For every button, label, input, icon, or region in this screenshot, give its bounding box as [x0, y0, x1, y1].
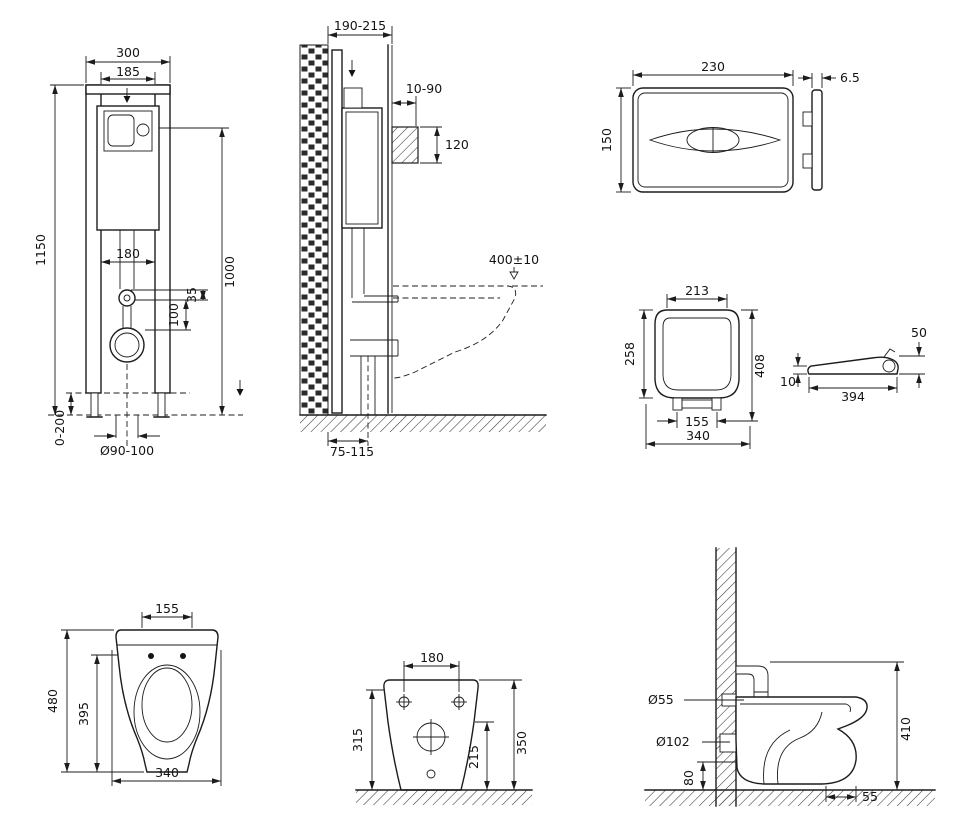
- dim-bowl-rim-height: 400±10: [489, 252, 539, 267]
- bowl-body: [115, 629, 219, 773]
- dim-outlet-distance: 75-115: [330, 444, 374, 459]
- mounting-clip: [802, 153, 813, 169]
- dim-supply-height: 120: [445, 137, 469, 152]
- frame-side-view: 400±10 190-215 10-90 120 75-115: [299, 18, 547, 459]
- frame-front-view: 300 185 1150 0-200 1000 180 35 100 Ø90-1…: [33, 45, 244, 458]
- floor-hatch: [356, 790, 532, 805]
- flush-lens: [648, 128, 782, 152]
- seat-lid: [654, 309, 740, 399]
- flush-plate-view: 230 150 6.5: [599, 59, 860, 193]
- dim-bowl-width: 340: [155, 765, 179, 780]
- seat-profile: [807, 356, 899, 375]
- dim-spout-projection: 10-90: [406, 81, 442, 96]
- mounting-clip: [802, 111, 813, 127]
- cistern-profile: [341, 107, 383, 229]
- dim-outlet-center-height: 80: [681, 770, 696, 786]
- dim-side-total-height: 410: [898, 717, 913, 741]
- water-inlet-arrow-icon: [123, 88, 131, 103]
- dim-bowl-rim-height: 395: [76, 702, 91, 726]
- dim-supply-offset: 35: [184, 287, 199, 303]
- right-foot: [157, 392, 166, 418]
- rim-height-marker-icon: [509, 267, 519, 280]
- seat-top-view: 213 258 408 155 340: [622, 283, 767, 449]
- dim-plate-height: 150: [599, 128, 614, 152]
- hinge-button: [148, 653, 154, 659]
- dim-drain-offset: 100: [166, 303, 181, 327]
- dim-bottom-clearance: 55: [862, 789, 878, 804]
- tiled-wall: [299, 44, 329, 416]
- dim-seat-width: 340: [686, 428, 710, 443]
- dim-rail-spacing: 180: [116, 246, 140, 261]
- dim-drain-diameter: Ø90-100: [100, 443, 154, 458]
- fill-valve: [343, 87, 363, 109]
- dim-plate-width: 230: [701, 59, 725, 74]
- bowl-profile: [735, 696, 868, 785]
- flush-elbow: [735, 665, 769, 693]
- seat-side-view: 50 10 394: [780, 325, 927, 404]
- dim-hole-spacing: 180: [420, 650, 444, 665]
- dim-back-total-height: 350: [514, 731, 529, 755]
- dim-plate-thickness: 6.5: [840, 70, 860, 85]
- floor-level-arrow-icon: [236, 380, 244, 396]
- dim-foot-adjustment: 0-200: [52, 410, 67, 446]
- dim-panel-height: 1000: [222, 256, 237, 288]
- dim-seat-front-width: 213: [685, 283, 709, 298]
- hinge: [711, 397, 722, 411]
- dim-outlet-height: 215: [466, 745, 481, 769]
- dim-outlet-diameter: Ø102: [656, 734, 690, 749]
- water-supply-arrow-icon: [348, 60, 356, 77]
- flush-valve: [107, 114, 135, 147]
- wall-hatch: [716, 548, 736, 806]
- dim-hinge-spacing: 155: [685, 414, 709, 429]
- hinge: [672, 397, 683, 411]
- dim-seat-front-thickness: 10: [780, 374, 796, 389]
- frame-rail-profile: [331, 49, 343, 414]
- floor-hatch: [300, 415, 546, 432]
- floor-hatch: [645, 790, 935, 806]
- dim-seat-total-depth: 408: [752, 354, 767, 378]
- inspection-shaft: [103, 110, 153, 152]
- bowl-side-view: Ø55 Ø102 410 80 55: [644, 547, 936, 807]
- dim-frame-total-height: 1150: [33, 234, 48, 266]
- dim-inlet-diameter: Ø55: [648, 692, 674, 707]
- dim-frame-inner-width: 185: [116, 64, 140, 79]
- dim-seat-back-height: 50: [911, 325, 927, 340]
- bowl-rim: [133, 664, 201, 760]
- cistern: [96, 105, 160, 231]
- dim-frame-total-width: 300: [116, 45, 140, 60]
- bowl-outline-dashed: [393, 285, 517, 379]
- dim-seat-length: 394: [841, 389, 865, 404]
- bowl-back-view: 180 315 215 350: [350, 650, 533, 805]
- outlet-hole: [413, 719, 449, 755]
- fixing-hole: [426, 769, 436, 779]
- outlet-stub: [719, 733, 737, 753]
- left-foot: [90, 392, 99, 418]
- supply-pipe-stub: [391, 126, 419, 164]
- dim-inlet-height: 315: [350, 728, 365, 752]
- supply-connection: [118, 289, 136, 307]
- dim-seat-lid-depth: 258: [622, 342, 637, 366]
- dim-bowl-total-height: 480: [45, 689, 60, 713]
- flush-plate-side: [811, 89, 823, 191]
- mounting-hole: [396, 694, 412, 710]
- hinge-knob: [882, 359, 896, 373]
- hinge-button: [180, 653, 186, 659]
- bowl-front-view: 155 480 395 340: [45, 601, 222, 786]
- dim-bowl-seat-width: 155: [155, 601, 179, 616]
- dim-frame-depth: 190-215: [334, 18, 386, 33]
- mounting-hole: [451, 694, 467, 710]
